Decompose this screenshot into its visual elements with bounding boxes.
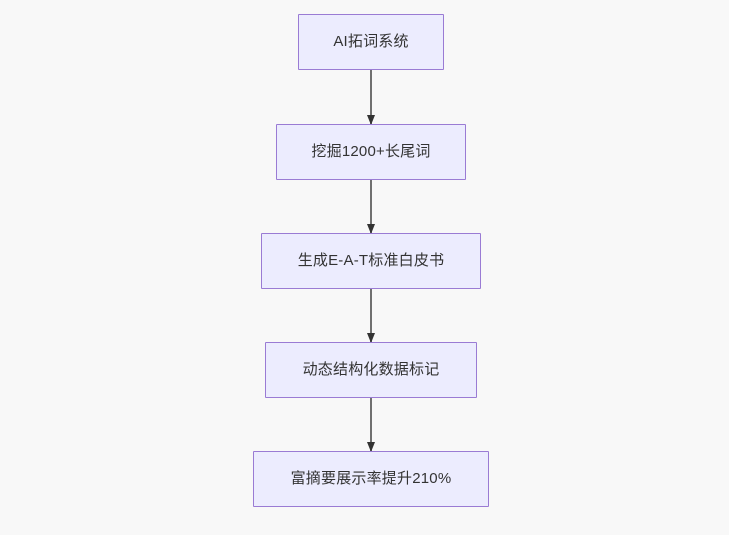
flow-node-label: 动态结构化数据标记	[302, 361, 440, 378]
flow-node-rich-snippet-result[interactable]: 富摘要展示率提升210%	[253, 451, 489, 507]
flow-node-label: 挖掘1200+长尾词	[311, 143, 431, 160]
flow-node-structured-data-markup[interactable]: 动态结构化数据标记	[265, 342, 477, 398]
flow-node-label: AI拓词系统	[333, 33, 409, 50]
flow-node-label: 富摘要展示率提升210%	[290, 470, 452, 487]
flow-node-longtail-mining[interactable]: 挖掘1200+长尾词	[276, 124, 466, 180]
flow-node-ai-keyword-system[interactable]: AI拓词系统	[298, 14, 444, 70]
flow-node-eat-whitepaper[interactable]: 生成E-A-T标准白皮书	[261, 233, 481, 289]
flow-node-label: 生成E-A-T标准白皮书	[297, 252, 445, 269]
